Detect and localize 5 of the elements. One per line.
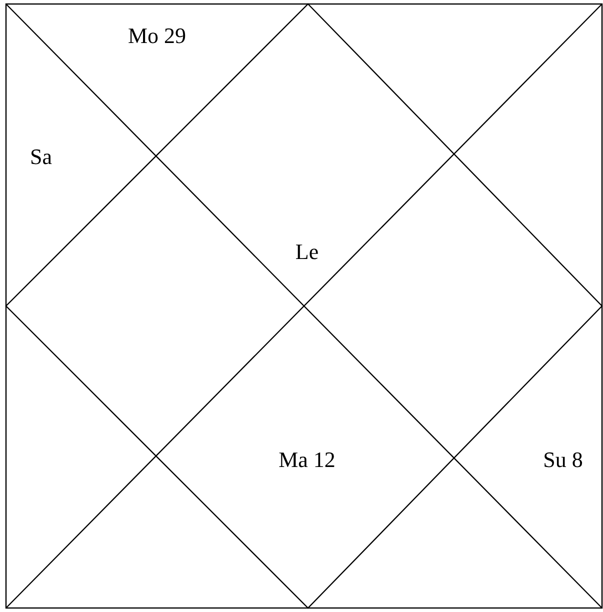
planet-label: Sa [30,146,52,168]
planet-label: Ma 12 [278,449,336,471]
planet-label: Su 8 [543,449,583,471]
planet-label: Le [295,241,319,263]
planet-label: Mo 29 [128,25,186,47]
